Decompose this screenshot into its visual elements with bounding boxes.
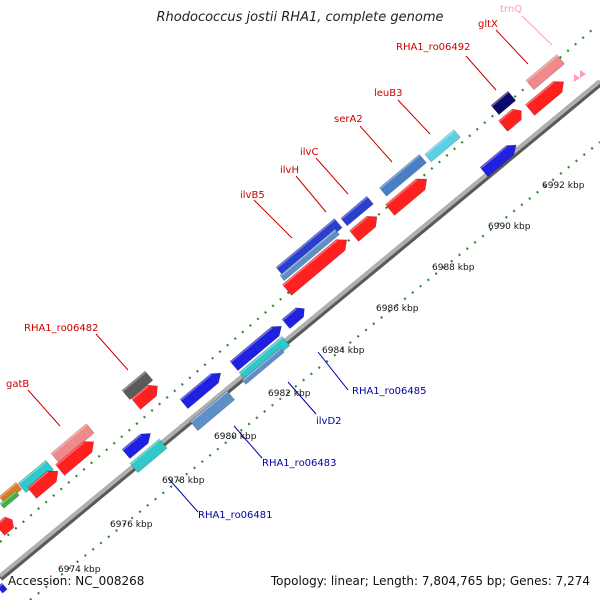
gene-feature-highlight (122, 434, 142, 451)
gene-label-ilvC[interactable]: ilvC (300, 147, 318, 158)
gene-feature[interactable] (121, 370, 154, 401)
gene-feature-highlight (180, 373, 212, 401)
gene-feature-highlight (190, 390, 229, 423)
gene-feature[interactable] (0, 481, 23, 504)
gene-feature-highlight (525, 81, 555, 106)
gene-feature[interactable] (131, 384, 158, 410)
gene-label-RHA1_ro06482[interactable]: RHA1_ro06482 (24, 323, 99, 334)
gene-feature[interactable] (241, 347, 285, 385)
gene-feature[interactable] (275, 218, 343, 278)
gene-feature[interactable] (385, 178, 428, 216)
gene-feature[interactable] (27, 470, 59, 499)
gene-feature-highlight (282, 308, 298, 321)
gene-feature[interactable] (179, 372, 222, 410)
gene-feature-highlight (349, 216, 368, 232)
gene-feature[interactable] (50, 423, 95, 464)
gene-label-ilvB5[interactable]: ilvB5 (240, 190, 265, 201)
callout-lines (27, 15, 553, 513)
accession-label: Accession: NC_008268 (8, 574, 145, 588)
gene-feature[interactable] (379, 153, 427, 197)
tick-label: 6974 kbp (58, 565, 101, 575)
gene-feature-highlight (379, 154, 421, 190)
gene-label-gatB[interactable]: gatB (6, 379, 29, 390)
gene-feature[interactable] (490, 90, 517, 116)
gene-feature-highlight (27, 471, 49, 489)
gene-feature-highlight (130, 439, 161, 465)
gene-label-RHA1_ro06485[interactable]: RHA1_ro06485 (352, 386, 427, 397)
gene-label-RHA1_ro06492[interactable]: RHA1_ro06492 (396, 42, 471, 53)
tick-label: 6982 kbp (268, 389, 311, 399)
gene-feature-highlight (424, 129, 455, 156)
tick-label: 6980 kbp (214, 432, 257, 442)
tick-label: 6984 kbp (322, 346, 365, 356)
gene-feature-highlight (0, 583, 4, 588)
gene-feature-highlight (18, 460, 47, 485)
tick-label: 6990 kbp (488, 222, 531, 232)
gene-feature-highlight (0, 482, 18, 498)
gene-feature-highlight (276, 218, 336, 269)
gene-feature-highlight (242, 347, 282, 382)
gene-feature-highlight (282, 239, 338, 286)
gene-feature-highlight (55, 441, 85, 466)
gene-label-leuB3[interactable]: leuB3 (374, 88, 403, 99)
gene-label-RHA1_ro06481[interactable]: RHA1_ro06481 (198, 510, 273, 521)
gene-label-RHA1_ro06483[interactable]: RHA1_ro06483 (262, 458, 337, 469)
map-title: Rhodococcus jostii RHA1, complete genome (156, 10, 444, 25)
gene-feature[interactable] (189, 390, 236, 432)
gene-feature[interactable] (121, 433, 151, 460)
gene-feature[interactable] (340, 195, 374, 227)
gene-feature[interactable] (349, 215, 378, 242)
trna-feature[interactable] (580, 70, 586, 78)
gene-feature-highlight (230, 326, 273, 363)
gene-feature[interactable] (0, 490, 20, 509)
tick-labels: 6974 kbp 6976 kbp 6978 kbp 6980 kbp 6982… (58, 181, 585, 575)
gene-feature-highlight (279, 229, 337, 277)
tick-label: 6988 kbp (432, 263, 475, 273)
gene-feature-highlight (0, 517, 6, 524)
gene-label-ilvH[interactable]: ilvH (280, 165, 299, 176)
gene-feature[interactable] (55, 441, 95, 476)
gene-feature[interactable] (281, 307, 305, 330)
gene-feature-highlight (340, 196, 368, 220)
gene-feature-highlight (526, 54, 558, 82)
gene-feature-highlight (385, 179, 418, 206)
gene-feature-highlight (239, 336, 284, 374)
tick-label: 6976 kbp (110, 520, 153, 530)
gene-label-serA2[interactable]: serA2 (334, 114, 363, 125)
gene-feature-highlight (131, 385, 149, 400)
gene-labels: trnQ gltX RHA1_ro06492 leuB3 serA2 ilvC … (6, 4, 522, 521)
gene-feature[interactable] (498, 108, 522, 132)
gene-label-trnQ[interactable]: trnQ (500, 4, 522, 15)
gene-feature-highlight (122, 371, 147, 392)
gene-feature[interactable] (279, 228, 340, 282)
gene-feature[interactable] (0, 582, 8, 594)
genome-summary: Topology: linear; Length: 7,804,765 bp; … (270, 574, 590, 588)
gene-feature-highlight (498, 109, 514, 122)
gene-features (0, 54, 586, 594)
gene-label-gltX[interactable]: gltX (478, 19, 498, 30)
gene-label-ilvD2[interactable]: ilvD2 (316, 416, 342, 427)
gene-feature-highlight (491, 91, 510, 107)
gene-feature[interactable] (129, 438, 168, 474)
tick-label: 6986 kbp (376, 304, 419, 314)
gene-feature[interactable] (525, 54, 565, 91)
gene-feature[interactable] (479, 144, 517, 178)
gene-feature[interactable] (0, 516, 15, 536)
gene-feature-highlight (480, 145, 508, 169)
gene-feature[interactable] (282, 239, 348, 296)
tick-label: 6992 kbp (542, 181, 585, 191)
tick-label: 6978 kbp (162, 476, 205, 486)
lower-tick-line (29, 141, 600, 600)
gene-feature-highlight (51, 424, 88, 455)
gene-feature[interactable] (17, 459, 54, 494)
gene-feature[interactable] (525, 81, 565, 116)
gene-feature[interactable] (424, 129, 461, 163)
gene-feature[interactable] (229, 325, 282, 372)
gene-feature-highlight (0, 491, 17, 506)
trna-feature[interactable] (574, 74, 580, 82)
